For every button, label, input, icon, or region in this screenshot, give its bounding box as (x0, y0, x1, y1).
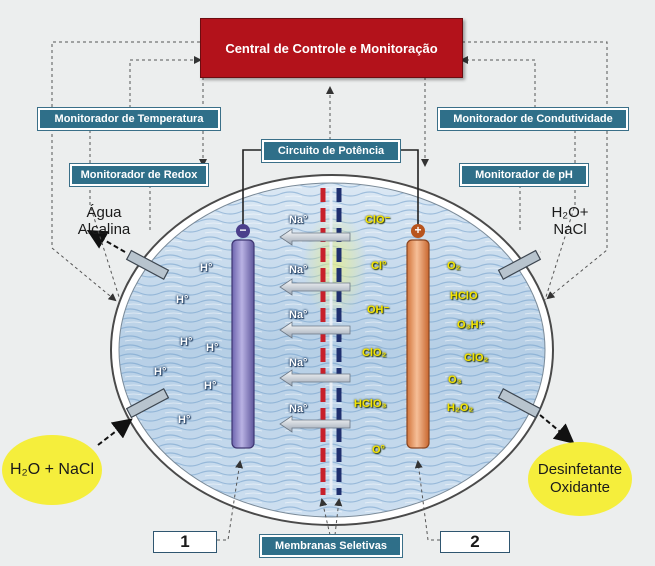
anode-electrode (406, 239, 430, 449)
temperature-monitor-label: Monitorador de Temperatura (54, 113, 204, 125)
pipes (125, 249, 542, 419)
membranes-label-box: Membranas Seletivas (259, 534, 403, 558)
ion-clo2-mid: ClO₂ (362, 347, 387, 359)
label-box-2-text: 2 (470, 532, 480, 551)
ion-na-2: Na° (289, 264, 308, 276)
cathode-electrode (231, 239, 255, 449)
ion-na-1: Na° (289, 214, 308, 226)
central-control-box: Central de Controle e Monitoração (200, 18, 463, 78)
ion-h-1: H° (200, 262, 213, 274)
brine-inlet-line-2: NaCl (553, 221, 587, 238)
central-control-label: Central de Controle e Monitoração (225, 40, 438, 56)
brine-inlet-label: H₂O+ NaCl (535, 204, 605, 238)
ion-o2: O₂ (447, 260, 461, 272)
ion-clo2-anode: ClO₂ (464, 352, 489, 364)
ion-na-4: Na° (289, 357, 308, 369)
ion-h-2: H° (176, 294, 189, 306)
ion-h-7: H° (178, 414, 191, 426)
brine-input-bubble: H₂O + NaCl (2, 435, 102, 505)
ion-na-3: Na° (289, 309, 308, 321)
ion-h2o2: H₂O₂ (447, 402, 474, 414)
ion-h-4: H° (206, 342, 219, 354)
ion-cl: Cl° (371, 260, 387, 272)
power-wires (242, 149, 419, 232)
ion-hclo3: HClO₃ (354, 398, 387, 410)
cathode-sign-icon: − (236, 224, 250, 238)
temperature-monitor-box: Monitorador de Temperatura (37, 107, 221, 131)
ion-na-5: Na° (289, 403, 308, 415)
ion-h-6: H° (204, 380, 217, 392)
disinfectant-output-bubble: Desinfetante Oxidante (528, 442, 632, 516)
disinfectant-line-1: Desinfetante (537, 461, 623, 478)
ion-hclo: HClO (450, 290, 478, 302)
brine-input-label: H₂O + NaCl (9, 461, 94, 478)
sodium-migration-arrows (279, 228, 351, 433)
anode-sign-icon: + (411, 224, 425, 238)
label-box-1-text: 1 (180, 532, 190, 551)
membranes-label: Membranas Seletivas (275, 540, 387, 552)
label-box-1: 1 (153, 531, 217, 553)
power-circuit-label: Circuito de Potência (277, 145, 385, 157)
ion-h-3: H° (180, 336, 193, 348)
alkaline-water-line-1: Água (86, 204, 122, 221)
ion-o3h: O₃H⁺ (457, 319, 485, 331)
alkaline-water-line-2: Alcalina (77, 221, 131, 238)
label-box-2: 2 (440, 531, 510, 553)
redox-monitor-box: Monitorador de Redox (69, 163, 209, 187)
flow-arrows (86, 230, 575, 446)
alkaline-water-label: Água Alcalina (66, 204, 142, 238)
ion-oh-minus: OH⁻ (367, 304, 390, 316)
brine-inlet-line-1: H₂O+ (551, 204, 589, 221)
ion-o3: O₃ (448, 374, 462, 386)
power-circuit-box: Circuito de Potência (261, 139, 401, 163)
monitoring-lines (51, 41, 608, 541)
ion-h-5: H° (154, 366, 167, 378)
redox-monitor-label: Monitorador de Redox (80, 169, 198, 181)
ion-clo-minus: ClO⁻ (365, 214, 391, 226)
ph-monitor-box: Monitorador de pH (459, 163, 589, 187)
conductivity-monitor-box: Monitorador de Condutividade (437, 107, 629, 131)
conductivity-monitor-label: Monitorador de Condutividade (453, 113, 613, 125)
reaction-glow (303, 210, 367, 320)
ph-monitor-label: Monitorador de pH (475, 169, 573, 181)
ion-o: O° (372, 444, 385, 456)
disinfectant-line-2: Oxidante (549, 479, 611, 496)
